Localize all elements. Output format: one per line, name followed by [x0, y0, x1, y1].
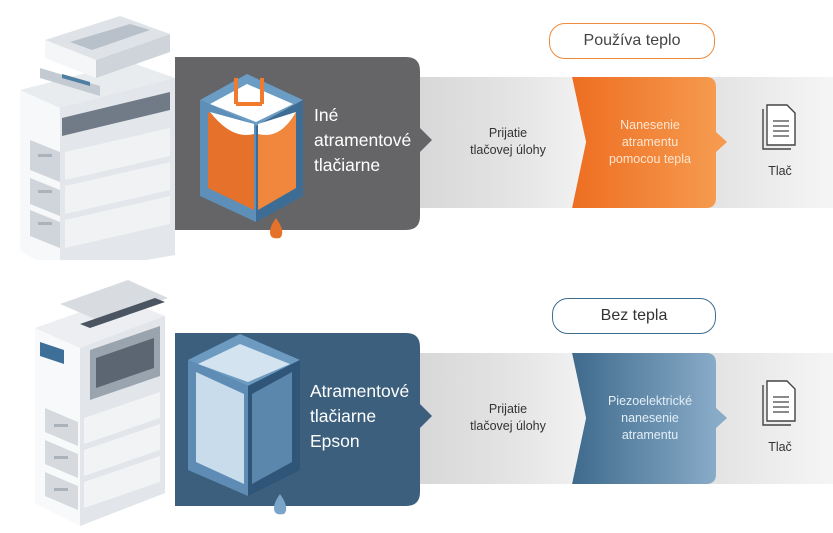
step-receive-label: Prijatie tlačovej úlohy	[470, 402, 546, 433]
step-heat-label: Nanesenie atramentu pomocou tepla	[608, 118, 691, 166]
step-heat-band	[572, 77, 716, 208]
step-piezo-label: Piezoelektrické nanesenie atramentu	[607, 394, 693, 442]
ink-cartridge-icon	[188, 334, 300, 496]
ink-cartridge-icon	[200, 74, 303, 222]
heat-process-graphic	[20, 16, 833, 260]
no-heat-badge: Bez tepla	[552, 298, 716, 334]
row-heat-process: Používa teplo Iné atramentové tlačiarne …	[0, 0, 833, 260]
heat-free-process-graphic	[35, 280, 833, 526]
ink-drop-icon	[274, 494, 287, 515]
printer-icon	[35, 280, 168, 526]
uses-heat-badge: Používa teplo	[549, 23, 715, 59]
step-print-label: Tlač	[768, 164, 792, 178]
step-print-label: Tlač	[768, 440, 792, 454]
ink-drop-icon	[270, 218, 283, 239]
step-piezo-band	[572, 353, 716, 484]
step-receive-band	[405, 77, 586, 208]
step-receive-label: Prijatie tlačovej úlohy	[470, 126, 546, 157]
document-icon	[762, 104, 796, 150]
printer-title: Iné atramentové tlačiarne	[314, 105, 412, 175]
document-icon	[762, 380, 796, 426]
printer-title: Atramentové tlačiarne Epson	[310, 381, 410, 451]
row-heat-free-process: Bez tepla Atramentové tlačiarne Epson Pr…	[0, 268, 833, 526]
step-receive-band	[405, 353, 586, 484]
printer-icon	[20, 16, 175, 260]
